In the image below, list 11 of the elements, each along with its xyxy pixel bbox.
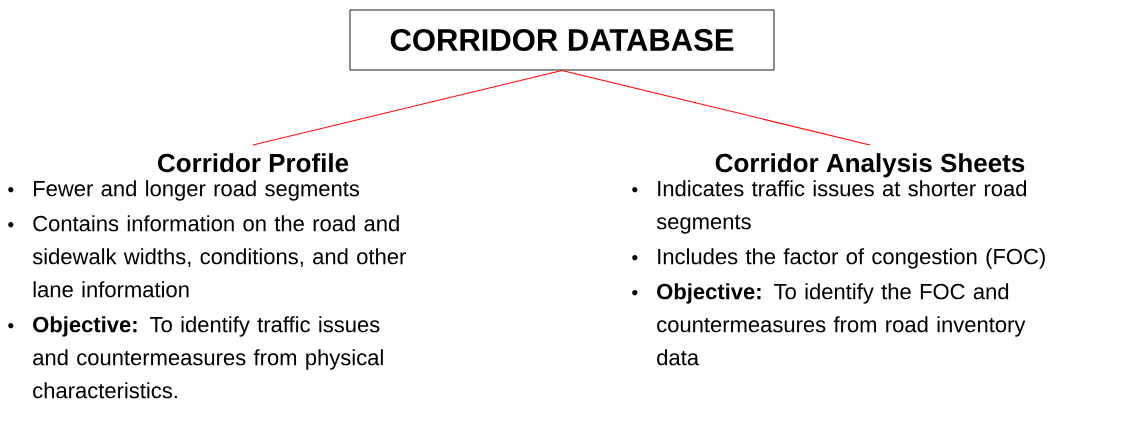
bullet-item: Includes the factor of congestion (FOC): [632, 248, 1045, 269]
connector-line: [561, 69, 871, 146]
bullet-item: Fewer and longer road segments: [8, 180, 360, 201]
bullet-item: Objective: To identify traffic issues and countermeasures from physical characteristics.: [8, 316, 383, 399]
section-heading: Corridor Analysis Sheets: [715, 153, 1025, 178]
connector-line: [252, 69, 563, 146]
bullet-item: Objective: To identify the FOC and countermeasures from road inventory data: [632, 283, 1026, 366]
bullet-item: Indicates traffic issues at shorter road segments: [632, 180, 1027, 234]
bullet-item: Contains information on the road and sidewalk widths, conditions, and other lane information: [8, 215, 406, 298]
title-box: CORRIDOR DATABASE: [349, 9, 775, 71]
section-heading: Corridor Profile: [158, 153, 349, 173]
